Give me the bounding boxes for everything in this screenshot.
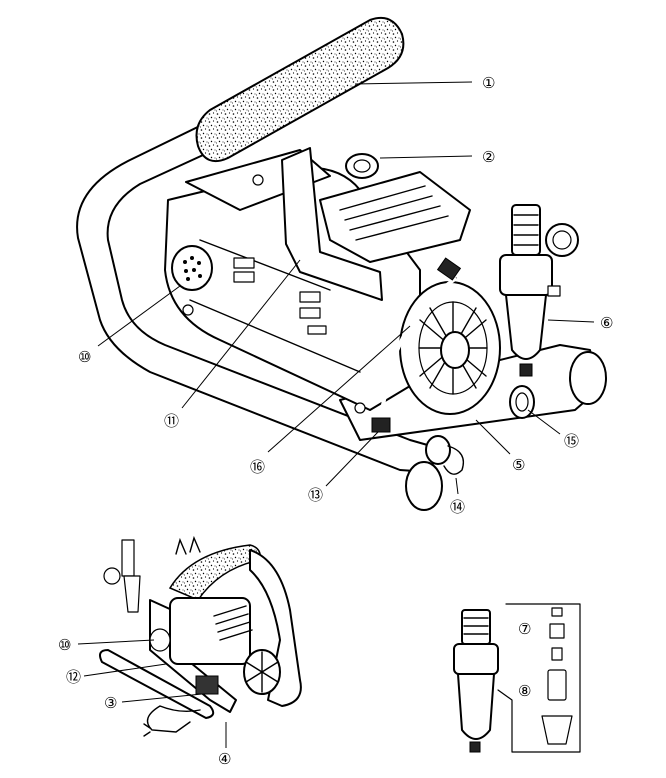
filter-regulator-main <box>499 204 579 377</box>
callout-13: ⑬ <box>308 486 323 504</box>
leader-lines-small <box>77 639 227 748</box>
handle-grip <box>195 16 405 162</box>
callout-7: ⑦ <box>518 620 531 638</box>
callout-labels: ① ② ③ ④ ⑤ ⑥ ⑦ ⑧ ⑩ ⑩ ⑪ ⑫ ⑬ ⑭ ⑮ ⑯ <box>58 74 613 768</box>
filter-parts-illustration <box>453 603 581 753</box>
callout-8: ⑧ <box>518 682 531 700</box>
callout-5: ⑤ <box>512 456 525 474</box>
callout-12: ⑫ <box>66 668 81 686</box>
callout-2: ② <box>482 148 495 166</box>
callout-11: ⑪ <box>164 412 179 430</box>
callout-14: ⑭ <box>450 498 465 516</box>
callout-10-small: ⑩ <box>58 636 71 654</box>
mount-screws <box>182 174 366 414</box>
pressure-switch <box>345 153 379 179</box>
air-hose <box>371 257 462 433</box>
outlet-fitting <box>509 385 535 419</box>
leader-lines-main <box>97 81 595 495</box>
callout-4: ④ <box>218 750 231 768</box>
intake-filter-left <box>171 245 213 291</box>
fan-cover <box>399 281 501 415</box>
callout-10-main: ⑩ <box>78 348 91 366</box>
handle-bracket <box>281 147 383 301</box>
callout-3: ③ <box>104 694 117 712</box>
small-compressor-illustration <box>99 535 302 737</box>
callout-15: ⑮ <box>564 432 579 450</box>
callout-16: ⑯ <box>250 458 265 476</box>
main-compressor-illustration <box>76 16 607 511</box>
callout-6: ⑥ <box>600 314 613 332</box>
quick-coupler <box>425 435 465 475</box>
callout-1: ① <box>482 74 495 92</box>
